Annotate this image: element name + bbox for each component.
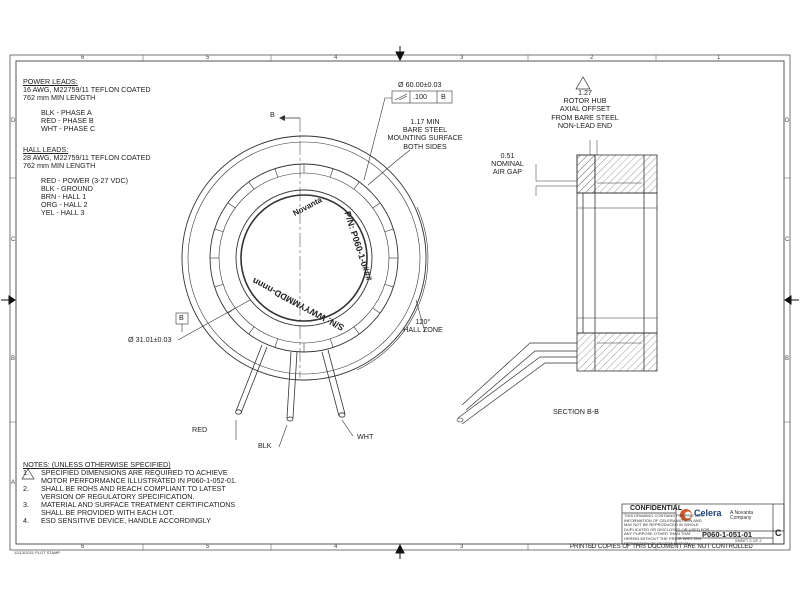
power-wire-blk: BLK - PHASE A — [41, 107, 92, 117]
power-leads-title: POWER LEADS: — [23, 77, 78, 86]
air-gap-note: 0.51 NOMINAL AIR GAP — [491, 151, 524, 177]
hall-wire-blk: BLK - GROUND — [41, 183, 93, 193]
note-2-line1: SHALL BE ROHS AND REACH COMPLIANT TO LAT… — [41, 484, 226, 493]
rev-triangle — [575, 76, 591, 90]
note-2-line2: VERSION OF REGULATORY SPECIFICATION. — [41, 492, 195, 501]
inner-diameter-dim: Ø 31.01±0.03 — [128, 335, 172, 344]
slot-divider — [248, 181, 255, 190]
zone-row-d-left: D — [11, 118, 16, 124]
centering-arrows — [1, 46, 799, 559]
zone-col-3-bottom: 3 — [460, 544, 464, 550]
note-triangle — [21, 468, 35, 480]
zone-col-5-bottom: 5 — [206, 544, 210, 550]
slot-divider — [329, 338, 334, 348]
power-wire-red: RED - PHASE B — [41, 115, 94, 125]
note-1-line1: SPECIFIED DIMENSIONS ARE REQUIRED TO ACH… — [41, 468, 228, 477]
inner-bore — [235, 189, 373, 327]
lead-label-blk: BLK — [258, 441, 272, 450]
zone-col-1-top: 1 — [717, 55, 721, 61]
front-view — [181, 117, 429, 422]
note-4-line1: ESD SENSITIVE DEVICE, HANDLE ACCORDINGLY — [41, 516, 212, 525]
company-tagline: A Novanta Company — [730, 510, 754, 521]
outer-diameter-dim: Ø 60.00±0.03 — [398, 80, 442, 89]
note-1-num: 1. — [23, 468, 29, 477]
zone-col-3-top: 3 — [460, 55, 464, 61]
plot-stamp: 12/13/2021 PLOT STAMP — [14, 550, 61, 555]
hall-leads-title: HALL LEADS: — [23, 145, 69, 154]
slot-divider — [274, 338, 279, 348]
slot-divider — [372, 202, 381, 209]
slot-divider — [214, 283, 224, 288]
slot-divider — [353, 326, 360, 335]
section-view — [456, 140, 658, 425]
confidential-label: CONFIDENTIAL — [630, 505, 683, 512]
slot-divider — [384, 283, 394, 288]
hall-wire-yel: YEL - HALL 3 — [41, 208, 85, 218]
hall-zone-note: 120° HALL ZONE — [403, 317, 443, 335]
slot-divider — [384, 228, 394, 233]
note-3-line2: SHALL BE PROVIDED WITH EACH LOT. — [41, 508, 175, 517]
zone-row-c-left: C — [11, 237, 16, 243]
section-title: SECTION B-B — [553, 407, 599, 416]
hall-wire-red: RED - POWER (3-27 VDC) — [41, 175, 129, 185]
zone-col-6-bottom: 6 — [81, 544, 85, 550]
mounting-surface-note: 1.17 MIN BARE STEEL MOUNTING SURFACE BOT… — [387, 117, 463, 151]
zone-row-b-right: B — [785, 356, 790, 362]
zone-row-d-right: D — [785, 118, 790, 124]
outer-ring-edge — [181, 135, 427, 381]
hall-wire-brn: BRN - HALL 1 — [41, 192, 87, 202]
power-leads-spec1: 16 AWG, M22759/11 TEFLON COATED — [23, 85, 151, 95]
note-3-num: 3. — [23, 500, 29, 509]
rotor-offset-note: 1.27 ROTOR HUB AXIAL OFFSET FROM BARE ST… — [551, 88, 619, 130]
feature-control-frame — [391, 90, 453, 104]
note-4-num: 4. — [23, 516, 29, 525]
slot-divider — [274, 168, 279, 178]
slot-divider — [248, 326, 255, 335]
zone-row-c-right: C — [785, 237, 790, 243]
lead-label-red: RED — [192, 425, 208, 434]
power-leads-spec2: 762 mm MIN LENGTH — [23, 93, 96, 103]
slot-divider — [227, 202, 236, 209]
flatness-tolerance: .100 — [413, 92, 427, 101]
company-name: Celera — [694, 508, 722, 518]
note-2-num: 2. — [23, 484, 29, 493]
slot-divider — [214, 228, 224, 233]
flatness-datum: B — [441, 92, 446, 101]
slot-divider — [329, 168, 334, 178]
hall-leads-spec2: 762 mm MIN LENGTH — [23, 161, 96, 171]
zone-col-4-bottom: 4 — [334, 544, 338, 550]
zone-row-a-left: A — [11, 480, 16, 486]
hall-zone-arc — [356, 206, 429, 371]
sheet-number: SHEET 2 OF 2 — [735, 538, 762, 543]
zone-col-6-top: 6 — [81, 55, 85, 61]
slot-divider — [372, 307, 381, 314]
drawing-number: P060-1-051-01 — [702, 530, 753, 539]
printed-copies-note: PRINTED COPIES OF THIS DOCUMENT ARE NOT … — [570, 544, 753, 550]
zone-col-2-top: 2 — [590, 55, 594, 61]
proprietary-notice: THIS DRAWING CONTAINS PROPRIETARY INFORM… — [624, 513, 710, 546]
lead-wires — [235, 344, 346, 422]
notes-title: NOTES: (UNLESS OTHERWISE SPECIFIED) — [23, 460, 171, 469]
zone-col-2-bottom: 2 — [590, 544, 594, 550]
hall-wire-org: ORG - HALL 2 — [41, 200, 88, 210]
zone-col-5-top: 5 — [206, 55, 210, 61]
front-leaders — [177, 97, 426, 448]
power-wire-wht: WHT - PHASE C — [41, 124, 96, 134]
datum-b-label: B — [179, 313, 184, 322]
slot-divider — [353, 181, 360, 190]
zone-row-b-left: B — [11, 356, 16, 362]
hall-leads-spec1: 28 AWG, M22759/11 TEFLON COATED — [23, 153, 151, 163]
zone-col-4-top: 4 — [334, 55, 338, 61]
general-notes: NOTES: (UNLESS OTHERWISE SPECIFIED) 1. S… — [23, 461, 237, 525]
lead-label-wht: WHT — [357, 432, 374, 441]
note-1-line2: MOTOR PERFORMANCE ILLUSTRATED IN P060-1-… — [41, 476, 237, 485]
title-block-frame — [621, 503, 785, 545]
note-3-line1: MATERIAL AND SURFACE TREATMENT CERTIFICA… — [41, 500, 236, 509]
section-cut-label: B — [270, 110, 275, 119]
hall-leads-block: HALL LEADS: 28 AWG, M22759/11 TEFLON COA… — [23, 145, 151, 218]
revision-letter: C — [775, 528, 782, 538]
power-leads-block: POWER LEADS: 16 AWG, M22759/11 TEFLON CO… — [23, 77, 151, 134]
